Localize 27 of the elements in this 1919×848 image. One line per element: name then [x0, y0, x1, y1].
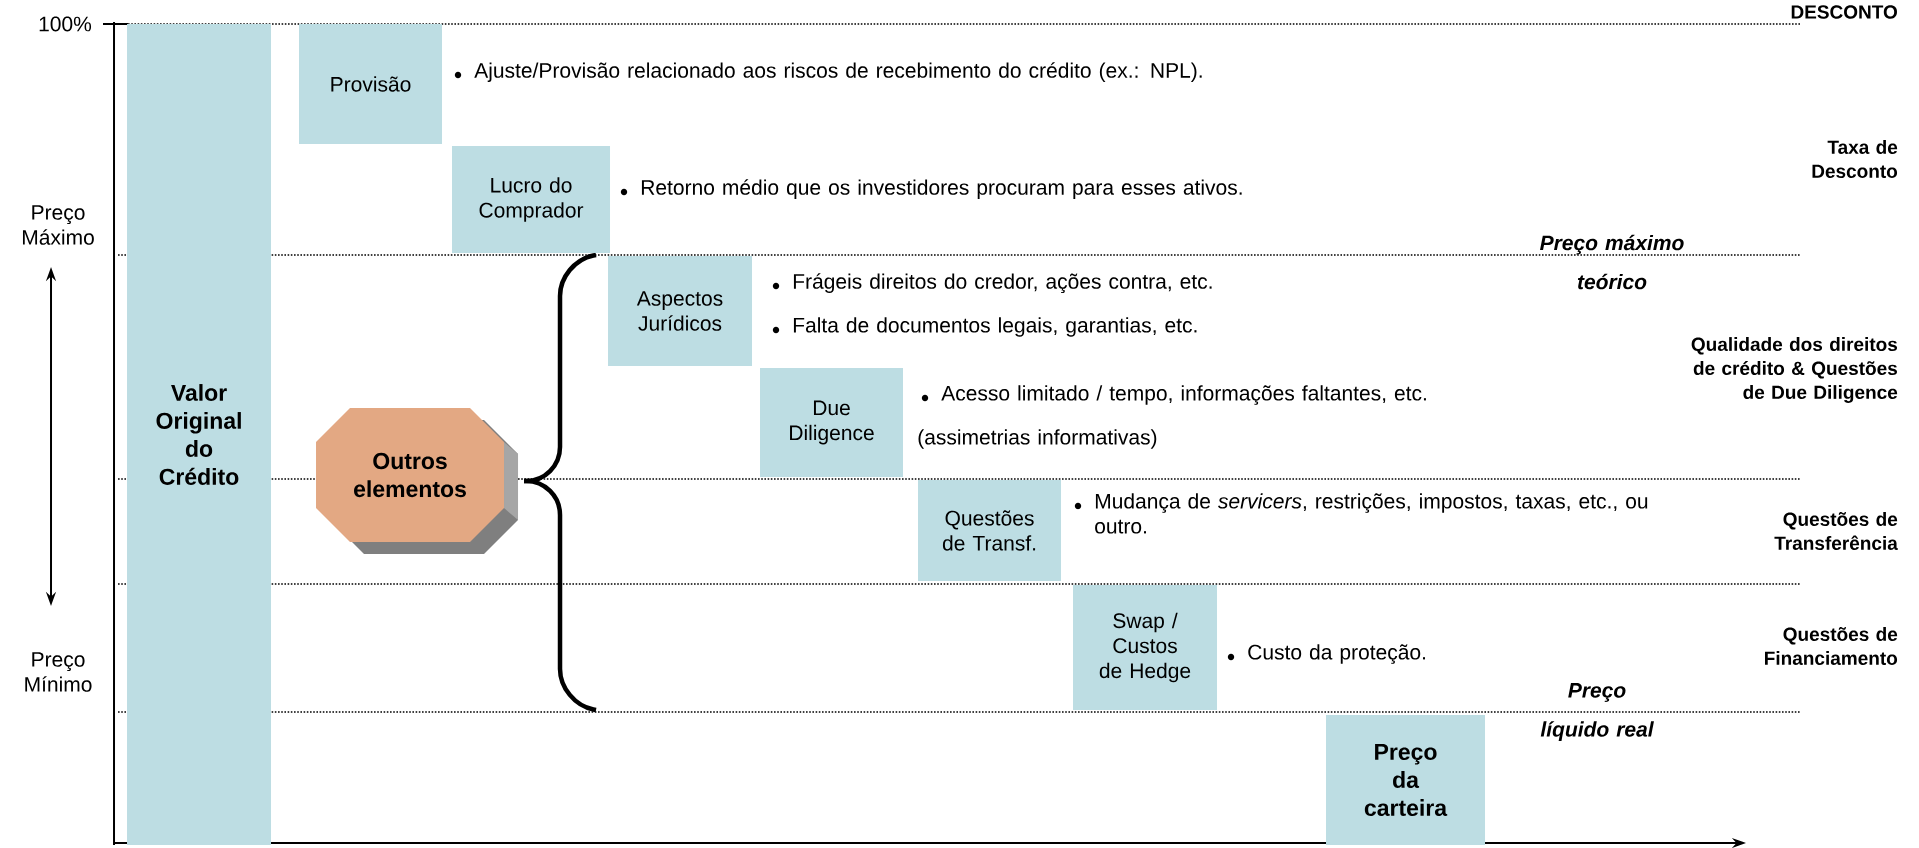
value-box: Valor Original do Crédito — [127, 24, 271, 845]
axis-label: Qualidade dos direitos de crédito & Questões de Due Diligence — [1691, 337, 1898, 403]
bullet-text: Acesso limitado / tempo, informações faltantes, etc. — [941, 385, 1426, 405]
bullet-text: Falta de documentos legais, garantias, etc. — [793, 317, 1197, 337]
value-box: Questões de Transf. — [918, 480, 1061, 581]
value-box: Lucro do Comprador — [452, 146, 610, 253]
axis-label: Preço Máximo — [23, 205, 94, 245]
axis-label: DESCONTO — [1791, 5, 1897, 19]
axis-label: Questões de Transferência — [1774, 512, 1898, 550]
bullet-text: Retorno médio que os investidores procuram para esses ativos. — [641, 179, 1242, 199]
octagon: Outros elementos — [316, 408, 518, 554]
value-box: Provisão — [299, 24, 442, 144]
value-box: Due Diligence — [760, 368, 903, 477]
axis-label: Preço Mínimo — [25, 652, 92, 692]
bullet-text: Mudança de servicers, restrições, impostos, taxas, etc., ou outro. — [1095, 493, 1648, 534]
value-box: Aspectos Jurídicos — [608, 256, 752, 366]
axis-label: Questões de Financiamento — [1765, 627, 1898, 665]
value-box: Swap / Custos de Hedge — [1073, 585, 1217, 710]
bullet-text: (assimetrias informativas) — [918, 429, 1157, 449]
value-box: Preço da carteira — [1326, 715, 1485, 845]
bullet-text: Frágeis direitos do credor, ações contra, etc. — [793, 273, 1212, 294]
axis-label: Preço máximo teórico — [1540, 234, 1684, 290]
bullet-text: Ajuste/Provisão relacionado aos riscos de recebimento do crédito (ex.: NPL). — [474, 62, 1202, 82]
bullet-text: Custo da proteção. — [1248, 644, 1426, 664]
axis-label: Preço líquido real — [1540, 683, 1654, 741]
axis-label: 100% — [39, 16, 92, 32]
axis-label: Taxa de Desconto — [1812, 140, 1898, 178]
